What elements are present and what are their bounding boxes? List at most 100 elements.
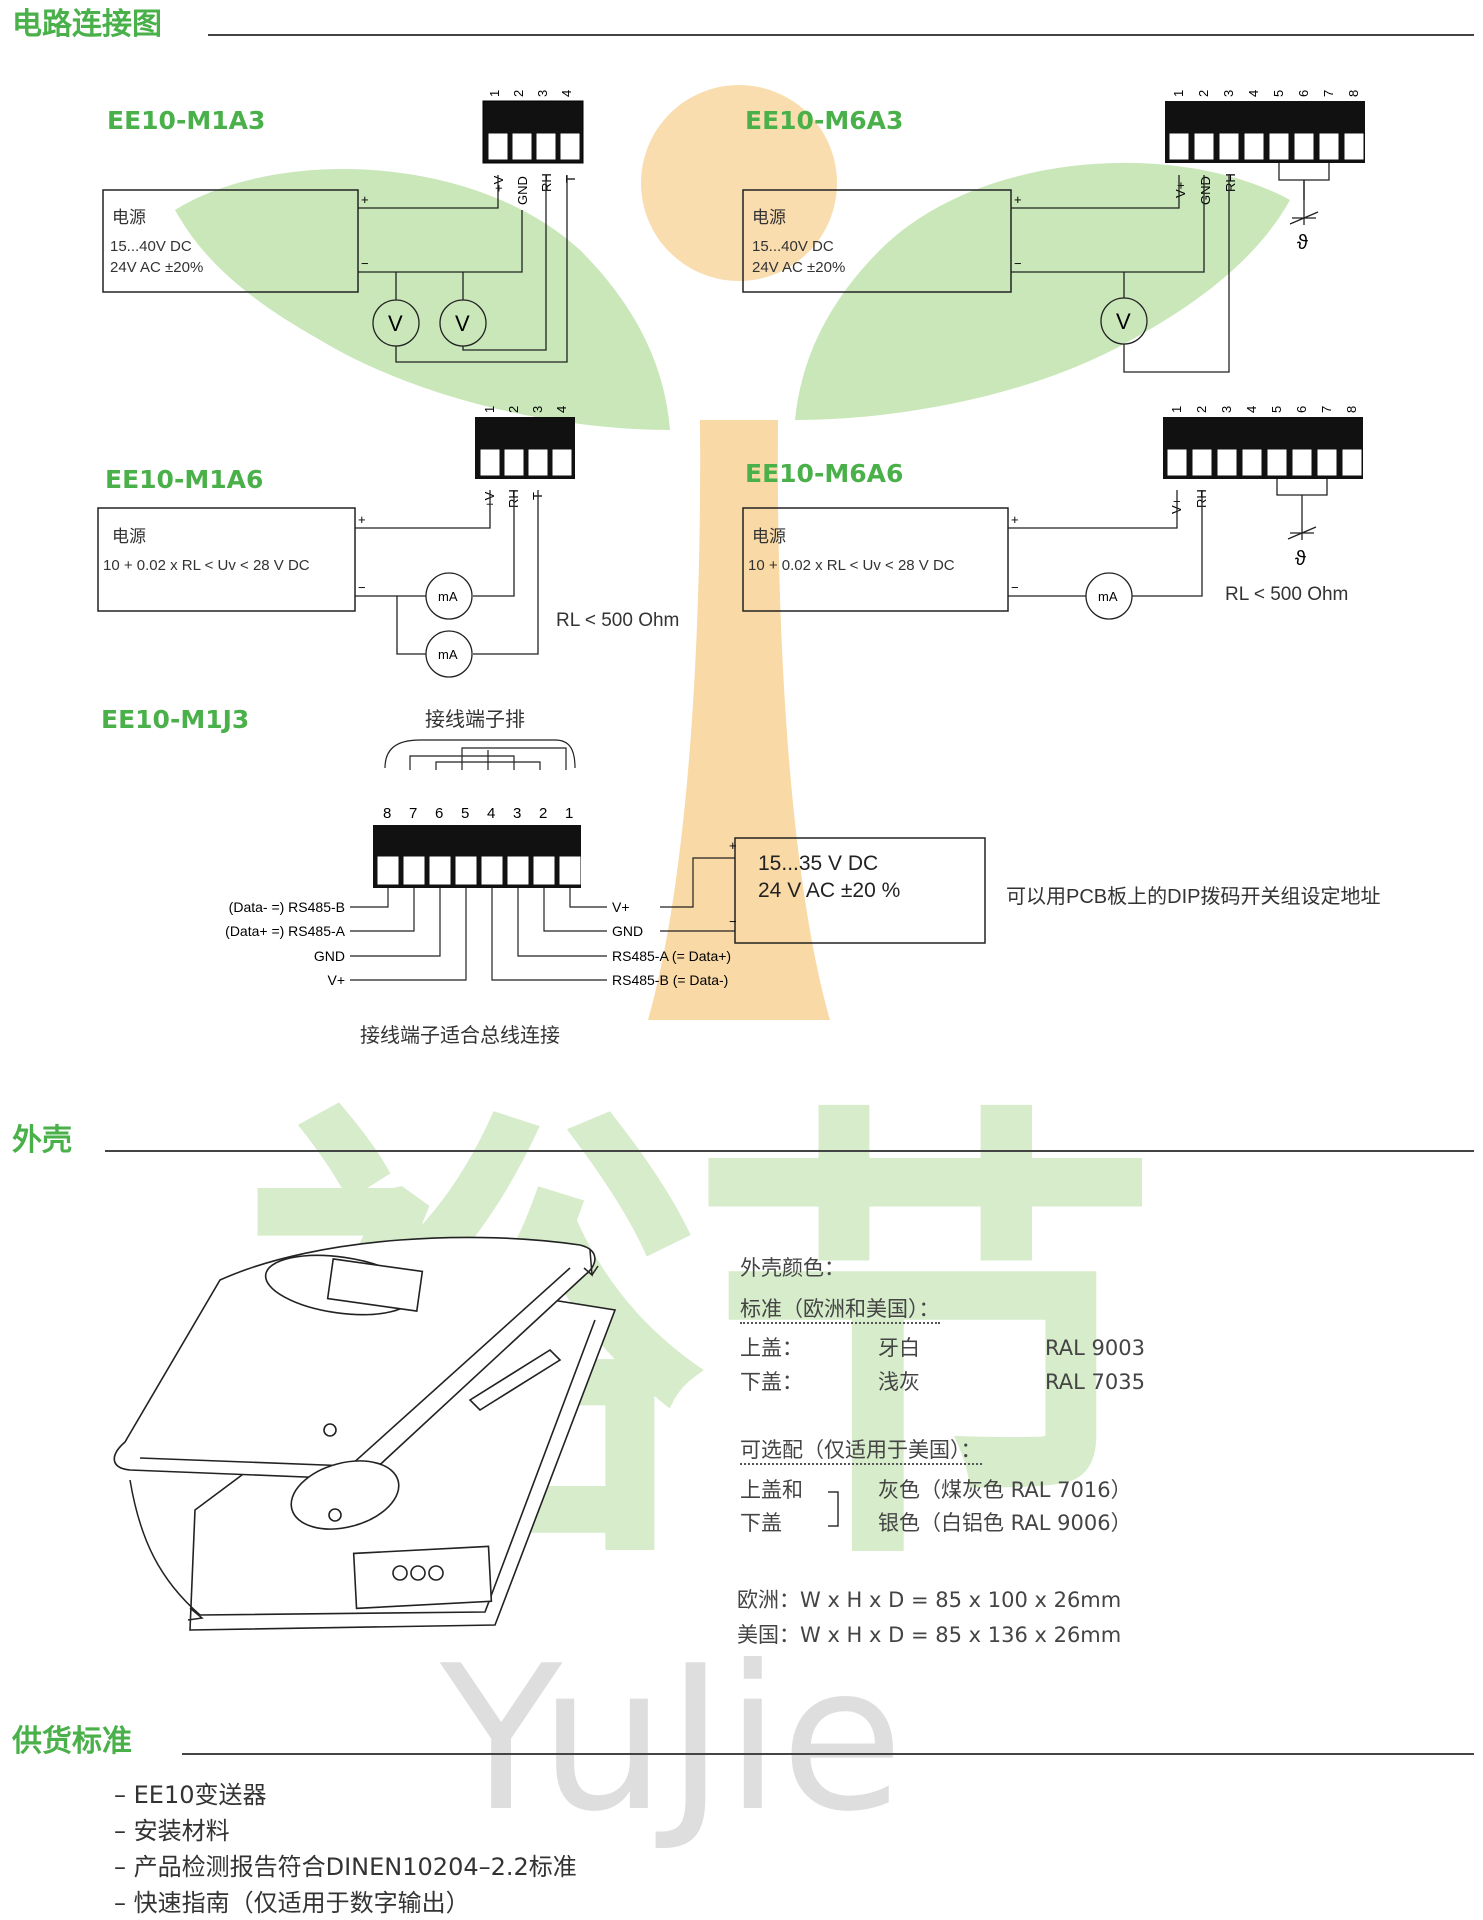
lower-cover-label: 下盖： xyxy=(740,1370,803,1394)
lower-cover-color: 浅灰 xyxy=(878,1370,920,1394)
psu-name: 电源 xyxy=(112,527,146,546)
terminal-number: 3 xyxy=(513,805,521,822)
terminal-number: 7 xyxy=(1319,406,1334,413)
section-title-wiring: 电路连接图 xyxy=(12,7,162,42)
terminal-number: 3 xyxy=(530,406,545,413)
right-terminal-label: GND xyxy=(612,923,643,939)
psu-line: 24V AC ±20% xyxy=(752,259,845,276)
psu-line: 15...35 V DC xyxy=(758,852,878,875)
optional-color: 灰色（煤灰色 RAL 7016） xyxy=(878,1478,1132,1502)
terminal-number: 4 xyxy=(487,805,495,822)
terminal-number: 2 xyxy=(511,90,526,97)
upper-cover-ral: RAL 9003 xyxy=(1045,1336,1145,1360)
terminal-number: 1 xyxy=(1171,90,1186,97)
delivery-item: – 快速指南（仅适用于数字输出） xyxy=(114,1889,470,1917)
terminal-number: 2 xyxy=(539,805,547,822)
terminal-number: 2 xyxy=(506,406,521,413)
terminal-number: 2 xyxy=(1194,406,1209,413)
terminal-number: 1 xyxy=(565,805,573,822)
dimensions-eu: 欧洲：W x H x D = 85 x 100 x 26mm xyxy=(737,1588,1122,1612)
strip-label: 接线端子排 xyxy=(425,708,525,731)
terminal-number: 5 xyxy=(461,805,469,822)
minus-sign: − xyxy=(1014,256,1022,271)
right-terminal-label: V+ xyxy=(612,899,630,915)
psu-formula: 10 + 0.02 x RL < Uv < 28 V DC xyxy=(103,557,310,574)
terminal-number: 4 xyxy=(1246,90,1261,97)
model-title: EE10-M6A6 xyxy=(745,459,904,488)
terminal-number: 3 xyxy=(1219,406,1234,413)
terminal-number: 6 xyxy=(435,805,443,822)
psu-line: 15...40V DC xyxy=(110,238,192,255)
standard-heading: 标准（欧洲和美国）： xyxy=(740,1296,940,1324)
terminal-number: 8 xyxy=(1346,90,1361,97)
psu-line: 24V AC ±20% xyxy=(110,259,203,276)
terminal-label: V+ xyxy=(1173,182,1188,198)
model-title: EE10-M1J3 xyxy=(101,705,250,734)
terminal-number: 5 xyxy=(1269,406,1284,413)
wiring-diagram-m1j3: 接线端子排 8 7 6 5 4 3 2 1 (Data- =) RS485-B … xyxy=(225,708,1380,1047)
terminal-number: 5 xyxy=(1271,90,1286,97)
ammeter-icon xyxy=(1085,572,1133,620)
housing-illustration xyxy=(113,1236,617,1631)
voltmeter-icon xyxy=(1100,297,1148,345)
lower-cover-ral: RAL 7035 xyxy=(1045,1370,1145,1394)
terminal-number: 4 xyxy=(559,90,574,97)
minus-sign: − xyxy=(361,256,369,271)
meter-label: V xyxy=(1116,309,1131,334)
model-title: EE10-M6A3 xyxy=(745,106,904,135)
plus-sign: + xyxy=(1011,512,1019,527)
voltmeter-icon xyxy=(372,299,420,347)
terminal-number: 3 xyxy=(1221,90,1236,97)
minus-sign: − xyxy=(1011,580,1019,595)
power-supply-box xyxy=(742,189,1012,293)
terminal-label: GND xyxy=(515,176,530,205)
optional-part: 下盖 xyxy=(740,1511,782,1535)
dip-note: 可以用PCB板上的DIP拨码开关组设定地址 xyxy=(1006,885,1380,908)
psu-formula: 10 + 0.02 x RL < Uv < 28 V DC xyxy=(748,557,955,574)
left-terminal-label: (Data- =) RS485-B xyxy=(229,899,345,915)
bus-caption: 接线端子适合总线连接 xyxy=(360,1024,560,1047)
section-title-housing: 外壳 xyxy=(12,1123,72,1158)
dimensions-us: 美国：W x H x D = 85 x 136 x 26mm xyxy=(737,1623,1122,1647)
terminal-number: 8 xyxy=(1344,406,1359,413)
delivery-item: – 安装材料 xyxy=(114,1817,230,1845)
terminal-number: 4 xyxy=(554,406,569,413)
plus-sign: + xyxy=(361,192,369,207)
housing-color-heading: 外壳颜色： xyxy=(740,1256,845,1280)
meter-label: mA xyxy=(1098,589,1118,604)
psu-name: 电源 xyxy=(112,208,146,227)
right-terminal-label: RS485-A (= Data+) xyxy=(612,948,731,964)
watermark-brand: YuJie xyxy=(440,1623,904,1856)
minus-sign: − xyxy=(729,914,737,929)
wiring-diagram-m1a3: 1 2 3 4 +V GND RH T 电源 15...40V DC 24V A… xyxy=(102,90,584,363)
psu-line: 24 V AC ±20 % xyxy=(758,879,900,902)
delivery-item: – EE10变送器 xyxy=(114,1781,267,1809)
section-rule xyxy=(208,34,1474,36)
terminal-label: T xyxy=(563,175,578,183)
left-terminal-label: V+ xyxy=(327,972,345,988)
terminal-label: RH xyxy=(1223,173,1238,192)
voltmeter-icon xyxy=(439,299,487,347)
optional-color: 银色（白铝色 RAL 9006） xyxy=(878,1511,1132,1535)
section-title-delivery: 供货标准 xyxy=(12,1724,132,1759)
terminal-number: 7 xyxy=(409,805,417,822)
load-resistance: RL < 500 Ohm xyxy=(1225,584,1348,605)
meter-label: V xyxy=(388,311,403,336)
model-title: EE10-M1A3 xyxy=(107,106,266,135)
terminal-number: 3 xyxy=(535,90,550,97)
minus-sign: − xyxy=(358,580,366,595)
section-rule xyxy=(182,1753,1474,1755)
terminal-number: 4 xyxy=(1244,406,1259,413)
meter-label: mA xyxy=(438,589,458,604)
terminal-number: 1 xyxy=(1169,406,1184,413)
bracket-icon xyxy=(828,1491,839,1527)
load-resistance: RL < 500 Ohm xyxy=(556,610,679,631)
plus-sign: + xyxy=(1014,192,1022,207)
meter-label: V xyxy=(455,311,470,336)
terminal-strip xyxy=(482,100,584,164)
theta-icon: ϑ xyxy=(1295,548,1306,570)
right-terminal-label: RS485-B (= Data-) xyxy=(612,972,728,988)
left-terminal-label: GND xyxy=(314,948,345,964)
terminal-number: 8 xyxy=(383,805,391,822)
terminal-number: 7 xyxy=(1321,90,1336,97)
